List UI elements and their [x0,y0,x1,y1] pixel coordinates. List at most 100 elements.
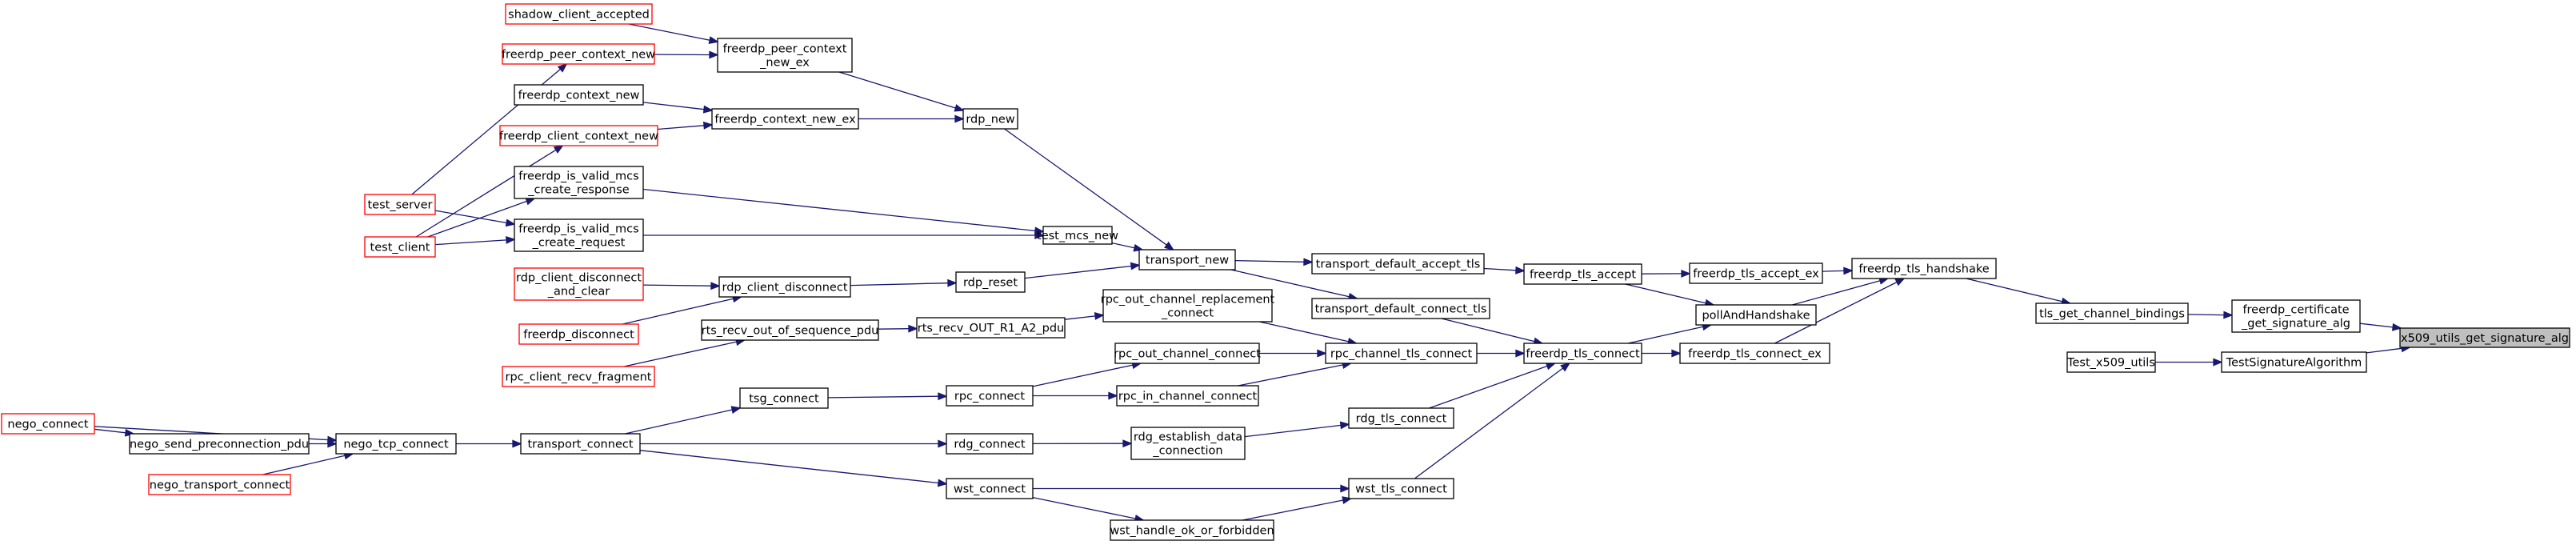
node-rdg-connect[interactable]: rdg_connect [946,433,1034,455]
edge-arrowhead [938,392,948,401]
node-freerdp-is-valid-mcs-create-request[interactable]: freerdp_is_valid_mcs_create_request [514,218,644,252]
node-rts-recv-out-r1-a2-pdu[interactable]: rts_recv_OUT_R1_A2_pdu [916,317,1066,339]
node-label: transport_default_connect_tls [1315,303,1487,316]
node-box [2221,351,2367,373]
edge-wst-connect-to-wst-tls-connect [1033,484,1350,493]
edge-nego-transport-connect-to-nego-tcp-connect [262,451,354,475]
node-label: transport_new [1146,254,1229,267]
node-transport-default-connect-tls[interactable]: transport_default_connect_tls [1311,298,1490,319]
node-wst-tls-connect[interactable]: wst_tls_connect [1348,478,1454,499]
edge-arrowhead [1843,266,1854,275]
node-rpc-channel-tls-connect[interactable]: rpc_channel_tls_connect [1325,343,1478,364]
edge-rts-recv-out-r1-a2-pdu-to-rpc-out-channel-replacement-connect [1064,312,1105,320]
node-shadow-client-accepted[interactable]: shadow_client_accepted [505,3,653,25]
node-tsg-connect[interactable]: tsg_connect [739,387,829,409]
node-testsignaturealgorithm[interactable]: TestSignatureAlgorithm [2221,351,2367,373]
node-box [1348,478,1454,499]
edge-freerdp-is-valid-mcs-create-response-to-test-mcs-new [642,188,1045,235]
node-box [499,125,658,146]
node-rdp-client-disconnect[interactable]: rdp_client_disconnect [718,276,851,298]
node-test-x509-utils[interactable]: Test_x509_utils [2066,351,2156,373]
node-freerdp-tls-handshake[interactable]: freerdp_tls_handshake [1851,258,1997,279]
edge-rts-recv-out-of-sequence-pdu-to-rts-recv-out-r1-a2-pdu [878,324,918,333]
edge-line [1483,267,1517,271]
node-box [1116,385,1259,407]
edge-line [657,125,705,130]
node-rpc-client-recv-fragment[interactable]: rpc_client_recv_fragment [502,366,655,387]
node-freerdp-tls-accept[interactable]: freerdp_tls_accept [1523,263,1642,285]
edge-line [1004,128,1167,246]
node-label: rpc_out_channel_replacement [1101,294,1275,307]
edge-line [1822,270,1845,272]
node-freerdp-client-context-new[interactable]: freerdp_client_context_new [499,125,658,146]
node-box [364,236,436,258]
node-x509-utils-get-signature-alg[interactable]: x509_utils_get_signature_alg [2399,327,2570,348]
node-nego-tcp-connect[interactable]: nego_tcp_connect [335,433,457,455]
node-box [1114,343,1260,364]
node-label: shadow_client_accepted [508,9,650,22]
node-rdp-new[interactable]: rdp_new [962,108,1018,130]
node-rdg-establish-data-connection[interactable]: rdg_establish_data_connection [1130,427,1246,460]
edge-arrowhead [327,439,338,448]
edge-arrowhead [1340,484,1350,493]
node-test-mcs-new[interactable]: test_mcs_new [1037,226,1118,245]
node-label: freerdp_tls_accept [1530,269,1636,282]
node-tls-get-channel-bindings[interactable]: tls_get_channel_bindings [2035,303,2189,324]
node-box [1523,343,1642,364]
node-freerdp-peer-context-new[interactable]: freerdp_peer_context_new [502,43,655,65]
node-rpc-in-channel-connect[interactable]: rpc_in_channel_connect [1116,385,1259,407]
node-box [1311,298,1490,319]
edge-line [434,239,507,246]
edge-transport-new-to-transport-default-accept-tls [1234,258,1314,266]
edge-rpc-out-channel-replacement-connect-to-rpc-channel-tls-connect [1259,321,1358,346]
node-rdg-tls-connect[interactable]: rdg_tls_connect [1348,407,1454,429]
node-freerdp-tls-connect[interactable]: freerdp_tls_connect [1523,343,1642,364]
node-label: freerdp_certificate [2242,304,2349,317]
node-pollandhandshake[interactable]: pollAndHandshake [1695,304,1817,326]
edge-line [1429,365,1548,409]
edge-transport-default-accept-tls-to-freerdp-tls-accept [1483,266,1526,275]
edge-arrowhead [1560,362,1571,372]
node-rts-recv-out-of-sequence-pdu[interactable]: rts_recv_out_of_sequence_pdu [701,319,879,341]
edge-nego-send-preconnection-pdu-to-nego-tcp-connect [309,439,338,448]
node-freerdp-peer-context-new-ex[interactable]: freerdp_peer_context_new_ex [717,38,853,73]
node-nego-send-preconnection-pdu[interactable]: nego_send_preconnection_pdu [129,433,310,455]
nodes-layer: x509_utils_get_signature_alg freerdp_cert… [1,3,2570,541]
edge-arrowhead [1317,349,1327,358]
edge-line [1238,364,1343,387]
node-test-client[interactable]: test_client [364,236,436,258]
node-nego-transport-connect[interactable]: nego_transport_connect [148,474,291,495]
edge-arrowhead [908,324,918,333]
node-freerdp-context-new[interactable]: freerdp_context_new [514,84,644,106]
node-wst-connect[interactable]: wst_connect [946,478,1034,499]
node-freerdp-tls-connect-ex[interactable]: freerdp_tls_connect_ex [1679,343,1830,364]
node-rpc-out-channel-connect[interactable]: rpc_out_channel_connect [1114,343,1261,364]
node-wst-handle-ok-or-forbidden[interactable]: wst_handle_ok_or_forbidden [1110,519,1274,541]
node-freerdp-certificate-get-signature-alg[interactable]: freerdp_certificate_get_signature_alg [2231,299,2361,333]
node-freerdp-is-valid-mcs-create-response[interactable]: freerdp_is_valid_mcs_create_response [514,166,644,199]
edge-freerdp-client-context-new-to-freerdp-context-new-ex [657,121,714,130]
node-test-server[interactable]: test_server [364,194,436,215]
node-freerdp-context-new-ex[interactable]: freerdp_context_new_ex [711,108,859,130]
node-rdp-reset[interactable]: rdp_reset [955,271,1026,293]
edge-tsg-connect-to-rpc-connect [827,392,948,401]
node-nego-connect[interactable]: nego_connect [1,413,95,435]
node-label: wst_connect [954,483,1026,496]
edge-arrowhead [1164,241,1174,251]
node-label: x509_utils_get_signature_alg [2401,332,2569,345]
node-rpc-connect[interactable]: rpc_connect [946,385,1034,407]
edge-arrowhead [553,145,564,154]
edge-line [1024,265,1132,279]
node-box [1523,263,1642,285]
node-transport-new[interactable]: transport_new [1138,249,1236,270]
node-rpc-out-channel-replacement-connect[interactable]: rpc_out_channel_replacement_connect [1101,289,1275,323]
node-box [502,43,655,65]
node-freerdp-disconnect[interactable]: freerdp_disconnect [518,323,639,345]
node-rdp-client-disconnect-and-clear[interactable]: rdp_client_disconnect_and_clear [514,267,644,301]
edge-arrowhead [506,235,516,244]
node-transport-default-accept-tls[interactable]: transport_default_accept_tls [1311,253,1485,275]
edge-arrowhead [512,439,522,448]
node-transport-connect[interactable]: transport_connect [520,433,641,455]
node-freerdp-tls-accept-ex[interactable]: freerdp_tls_accept_ex [1689,262,1823,284]
